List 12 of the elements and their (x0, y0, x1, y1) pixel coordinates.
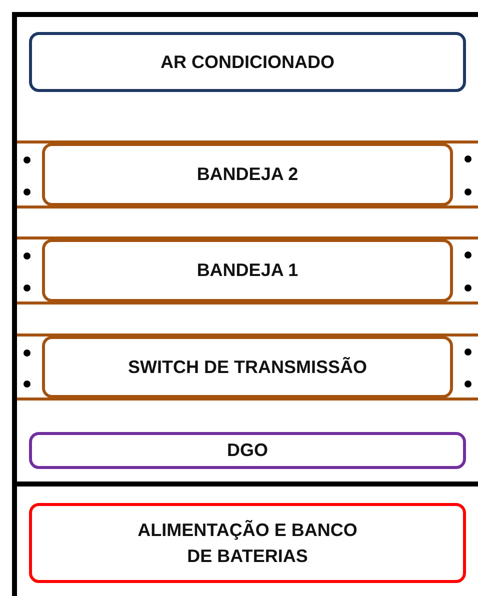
rack-tray (42, 239, 453, 302)
equipment-label: ALIMENTAÇÃO E BANCO DE BATERIAS (136, 518, 358, 568)
equipment-label: SWITCH DE TRANSMISSÃO (128, 356, 367, 379)
equipment-box (29, 432, 466, 469)
equipment-label: AR CONDICIONADO (160, 50, 334, 74)
rack-tray (42, 336, 453, 398)
equipment-box (29, 32, 466, 92)
equipment-box (29, 503, 466, 583)
equipment-label: BANDEJA 1 (196, 259, 298, 282)
rack-tray (42, 143, 453, 206)
equipment-label: DGO (226, 439, 268, 462)
equipment-label: BANDEJA 2 (196, 163, 298, 186)
